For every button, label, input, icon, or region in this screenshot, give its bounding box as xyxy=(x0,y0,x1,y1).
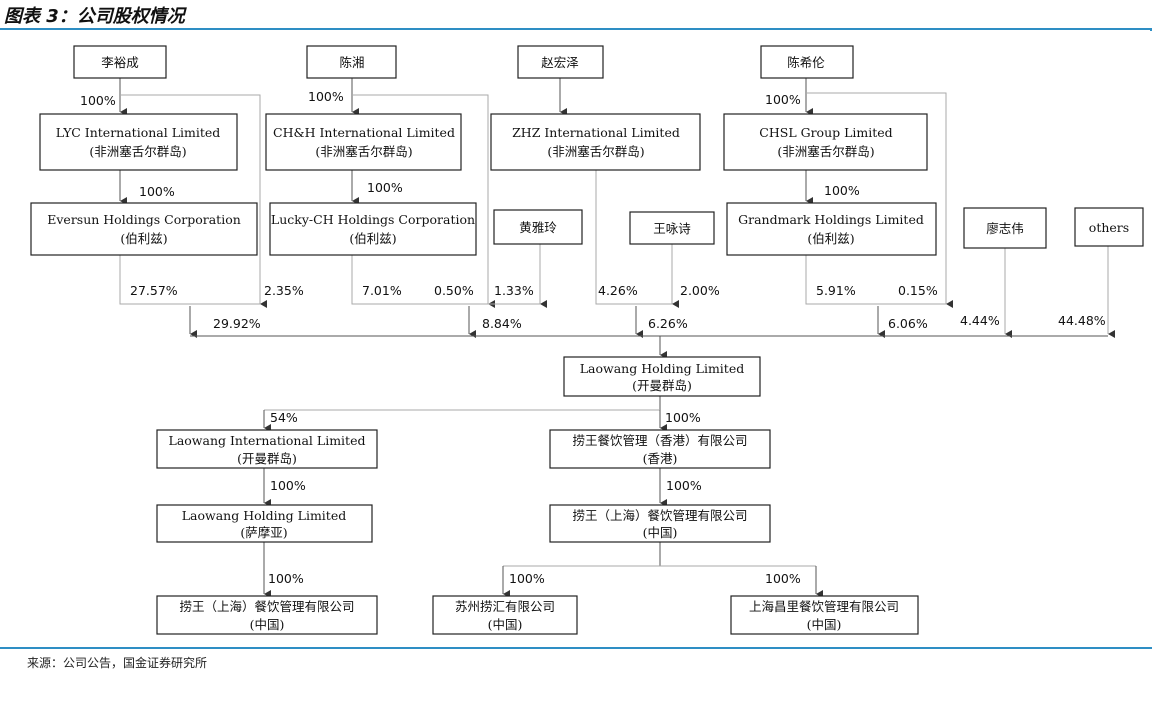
person-box-li: 李裕成 xyxy=(73,45,167,79)
percentage-labels: 100% 100% 100% 100% 100% 100% 27.57% 2.3… xyxy=(80,89,1106,586)
person-name: 赵宏泽 xyxy=(541,55,579,70)
entity-box-sh-mid: 捞王（上海）餐饮管理有限公司 (中国) xyxy=(549,504,771,543)
entity-box-changli: 上海昌里餐饮管理有限公司 (中国) xyxy=(730,595,919,635)
entity-place: (开曼群岛) xyxy=(237,451,297,466)
entity-place: (萨摩亚) xyxy=(240,525,287,540)
pct-label: 54% xyxy=(270,410,298,425)
entity-box-sh-bottom: 捞王（上海）餐饮管理有限公司 (中国) xyxy=(156,595,378,635)
pct-label: 1.33% xyxy=(494,283,534,298)
entity-place: (非洲塞舌尔群岛) xyxy=(89,144,186,159)
person-name: 廖志伟 xyxy=(986,221,1024,236)
entity-name: 捞王（上海）餐饮管理有限公司 xyxy=(179,599,354,614)
pct-label: 100% xyxy=(268,571,304,586)
person-name: others xyxy=(1089,220,1129,235)
pct-label: 6.06% xyxy=(888,316,928,331)
pct-label: 100% xyxy=(665,410,701,425)
entity-name: Laowang Holding Limited xyxy=(580,361,744,376)
entity-place: (伯利兹) xyxy=(349,231,396,246)
person-box-wang: 王咏诗 xyxy=(629,211,715,245)
entity-name: Eversun Holdings Corporation xyxy=(47,212,241,227)
pct-label: 100% xyxy=(270,478,306,493)
entity-box-chh: CH&H International Limited (非洲塞舌尔群岛) xyxy=(265,113,462,171)
entity-name: CH&H International Limited xyxy=(273,125,455,140)
entity-name: 苏州捞汇有限公司 xyxy=(455,599,555,614)
pct-label: 100% xyxy=(765,92,801,107)
entity-box-grandmark: Grandmark Holdings Limited (伯利兹) xyxy=(726,202,937,256)
entity-place: (伯利兹) xyxy=(807,231,854,246)
pct-label: 100% xyxy=(80,93,116,108)
entity-place: (伯利兹) xyxy=(120,231,167,246)
entity-place: (开曼群岛) xyxy=(632,378,692,393)
person-box-chen-xiang: 陈湘 xyxy=(306,45,397,79)
pct-label: 0.15% xyxy=(898,283,938,298)
entity-place: (中国) xyxy=(807,617,842,632)
entity-place: (中国) xyxy=(488,617,523,632)
pct-label: 8.84% xyxy=(482,316,522,331)
entity-name: Laowang International Limited xyxy=(169,433,366,448)
entity-box-lyc: LYC International Limited (非洲塞舌尔群岛) xyxy=(39,113,238,171)
entity-place: (中国) xyxy=(250,617,285,632)
top-rule xyxy=(0,28,1152,30)
pct-label: 5.91% xyxy=(816,283,856,298)
person-box-chen-xi: 陈希伦 xyxy=(760,45,854,79)
entity-place: (中国) xyxy=(643,525,678,540)
pct-label: 0.50% xyxy=(434,283,474,298)
source-note: 来源：公司公告，国金证券研究所 xyxy=(27,656,208,670)
bottom-rule xyxy=(0,647,1152,649)
pct-label: 100% xyxy=(666,478,702,493)
pct-label: 2.35% xyxy=(264,283,304,298)
pct-label: 2.00% xyxy=(680,283,720,298)
figure-title: 图表 3：公司股权情况 xyxy=(4,6,185,27)
entity-box-eversun: Eversun Holdings Corporation (伯利兹) xyxy=(30,202,258,256)
person-name: 李裕成 xyxy=(101,55,139,70)
pct-label: 6.26% xyxy=(648,316,688,331)
person-name: 黄雅玲 xyxy=(519,220,557,235)
person-box-others: others xyxy=(1074,207,1144,247)
pct-label: 44.48% xyxy=(1058,313,1106,328)
entity-name: ZHZ International Limited xyxy=(512,125,680,140)
entity-name: Grandmark Holdings Limited xyxy=(738,212,924,227)
entity-name: Laowang Holding Limited xyxy=(182,508,346,523)
entity-place: (香港) xyxy=(643,451,678,466)
entity-box-zhz: ZHZ International Limited (非洲塞舌尔群岛) xyxy=(490,113,701,171)
entity-place: (非洲塞舌尔群岛) xyxy=(547,144,644,159)
person-name: 王咏诗 xyxy=(653,221,691,236)
entity-name: Lucky-CH Holdings Corporation xyxy=(271,212,475,227)
person-name: 陈希伦 xyxy=(787,55,825,70)
entity-box-laowang-samoa: Laowang Holding Limited (萨摩亚) xyxy=(156,504,373,543)
entity-name: 捞王（上海）餐饮管理有限公司 xyxy=(572,508,747,523)
entity-box-laowang-cayman: Laowang Holding Limited (开曼群岛) xyxy=(563,356,761,397)
person-box-liao: 廖志伟 xyxy=(963,207,1047,249)
entity-name: LYC International Limited xyxy=(56,125,221,140)
entity-box-laowang-intl: Laowang International Limited (开曼群岛) xyxy=(156,429,378,469)
pct-label: 4.44% xyxy=(960,313,1000,328)
entity-box-hk: 捞王餐饮管理（香港）有限公司 (香港) xyxy=(549,429,771,469)
person-box-zhao: 赵宏泽 xyxy=(517,45,604,79)
entity-name: CHSL Group Limited xyxy=(759,125,892,140)
entity-name: 上海昌里餐饮管理有限公司 xyxy=(749,599,899,614)
pct-label: 100% xyxy=(765,571,801,586)
rule-dot xyxy=(1150,29,1152,31)
pct-label: 4.26% xyxy=(598,283,638,298)
entity-place: (非洲塞舌尔群岛) xyxy=(777,144,874,159)
entity-name: 捞王餐饮管理（香港）有限公司 xyxy=(572,433,747,448)
pct-label: 27.57% xyxy=(130,283,178,298)
entity-box-lucky: Lucky-CH Holdings Corporation (伯利兹) xyxy=(269,202,477,256)
entity-box-chsl: CHSL Group Limited (非洲塞舌尔群岛) xyxy=(723,113,928,171)
pct-label: 100% xyxy=(367,180,403,195)
pct-label: 100% xyxy=(308,89,344,104)
pct-label: 29.92% xyxy=(213,316,261,331)
pct-label: 7.01% xyxy=(362,283,402,298)
person-name: 陈湘 xyxy=(339,55,364,70)
pct-label: 100% xyxy=(824,183,860,198)
person-box-huang: 黄雅玲 xyxy=(493,209,583,245)
entity-box-suzhou: 苏州捞汇有限公司 (中国) xyxy=(432,595,578,635)
connection-lines xyxy=(119,78,1115,598)
pct-label: 100% xyxy=(509,571,545,586)
pct-label: 100% xyxy=(139,184,175,199)
entity-place: (非洲塞舌尔群岛) xyxy=(315,144,412,159)
